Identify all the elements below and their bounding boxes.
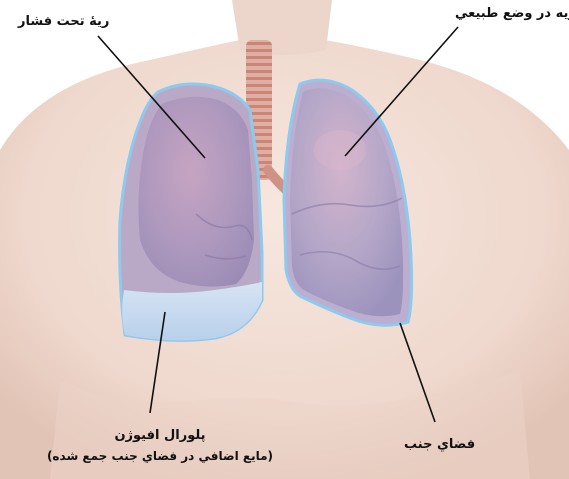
- label-pleural-effusion-note: (مايع اضافي در فضاي جنب جمع شده): [0, 449, 320, 463]
- label-pleural-space: فضاي جنب: [404, 437, 475, 453]
- label-pleural-effusion: پلورال افيوژن: [0, 428, 320, 444]
- label-collapsed-lung: ريۀ تحت فشار: [18, 14, 109, 30]
- normal-lung-highlight: [314, 130, 366, 170]
- label-normal-lung: ريه در وضع طبيعي: [455, 6, 569, 22]
